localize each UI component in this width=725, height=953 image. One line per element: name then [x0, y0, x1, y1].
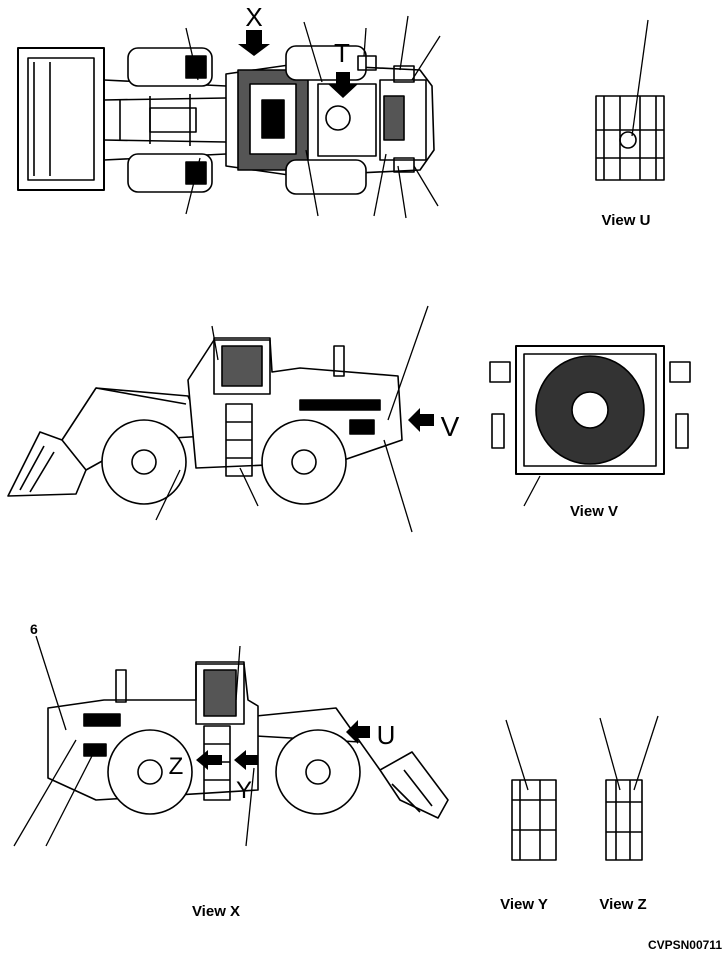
view-u-drawing: [595, 19, 665, 181]
top-view-leader-lines: [185, 15, 441, 219]
arrow-z-icon: [196, 750, 222, 770]
figure-code: CVPSN00711: [648, 938, 722, 952]
arrow-t-icon: [328, 72, 358, 98]
arrow-u-icon: [346, 720, 370, 744]
view-y-drawing: [505, 719, 557, 861]
side-view-left-machine: [7, 337, 403, 505]
arrow-z-label: Z: [169, 753, 184, 780]
arrow-y-label: Y: [236, 777, 252, 804]
arrow-v-label: V: [441, 411, 460, 442]
view-x-leader-lines: [13, 635, 255, 847]
view-v-drawing: [489, 345, 691, 507]
view-x-title: View X: [192, 903, 240, 920]
top-view-machine: [17, 45, 435, 195]
arrow-v-icon: [408, 408, 434, 432]
arrow-x-label: X: [245, 2, 262, 32]
arrow-u-label: U: [377, 720, 396, 750]
view-u-title: View U: [602, 212, 651, 229]
view-z-title: View Z: [599, 896, 646, 913]
side-view-left-leader-lines: [155, 305, 429, 533]
callout-number: 6: [30, 621, 38, 637]
view-y-title: View Y: [500, 896, 548, 913]
arrow-x-icon: [238, 30, 270, 56]
arrow-y-icon: [234, 750, 258, 770]
arrow-t-label: T: [334, 38, 350, 68]
view-v-title: View V: [570, 503, 618, 520]
view-z-drawing: [599, 715, 659, 861]
